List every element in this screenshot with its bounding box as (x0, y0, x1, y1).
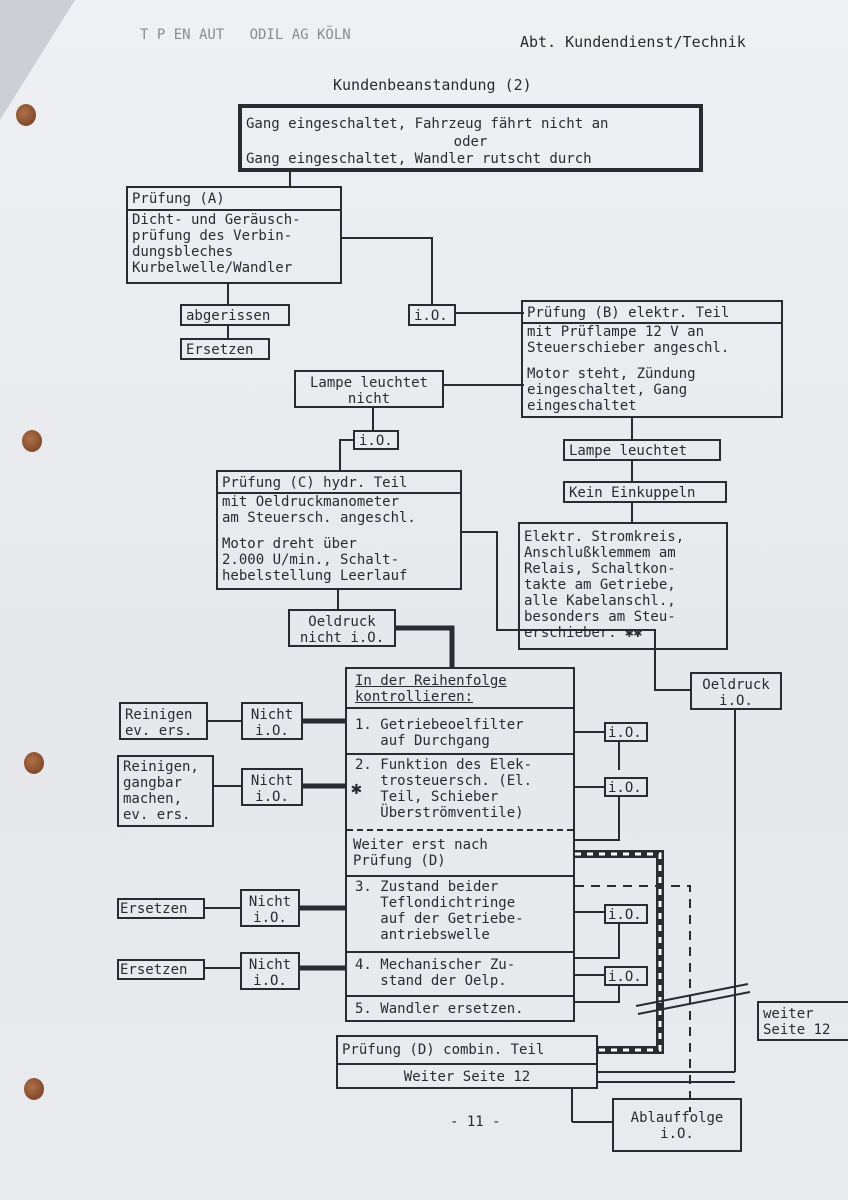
nicht-io-4-box: Nicht i.O. (240, 952, 300, 990)
nicht-io-4-label: Nicht i.O. (248, 957, 292, 989)
check-item-5: 5. Wandler ersetzen. (355, 1001, 524, 1017)
reihenfolge-box: In der Reihenfolge kontrollieren: 1. Get… (345, 667, 575, 1022)
io-a-label: i.O. (414, 308, 448, 324)
nicht-io-1-box: Nicht i.O. (241, 702, 303, 740)
nicht-io-2-box: Nicht i.O. (241, 768, 303, 806)
ablauffolge-label: Ablauffolge i.O. (630, 1110, 724, 1142)
asterisk-marker: ✱ (351, 778, 362, 799)
pruefung-d-box: Prüfung (D) combin. Teil Weiter Seite 12 (336, 1035, 598, 1089)
nicht-io-3-label: Nicht i.O. (248, 894, 292, 926)
divider (347, 753, 573, 755)
pruefung-a-title: Prüfung (A) (132, 191, 225, 207)
divider (128, 209, 340, 211)
io-2-label: i.O. (608, 780, 642, 796)
elektr-stromkreis-box: Elektr. Stromkreis, Anschlußklemmem am R… (518, 522, 728, 650)
ersetzen-3-label: Ersetzen (120, 901, 188, 917)
abgerissen-label: abgerissen (186, 308, 271, 324)
ablauffolge-box: Ablauffolge i.O. (612, 1098, 742, 1152)
punch-hole (24, 752, 44, 774)
check-item-4: 4. Mechanischer Zu- stand der Oelp. (355, 957, 516, 989)
oeldruck-io-label: Oeldruck i.O. (702, 677, 770, 709)
complaint-line-2: oder (453, 134, 488, 150)
oeldruck-io-box: Oeldruck i.O. (690, 672, 782, 710)
kein-einkuppeln-box: Kein Einkuppeln (563, 481, 727, 503)
divider (347, 829, 573, 831)
reinigen-1-label: Reinigen ev. ers. (125, 707, 193, 739)
weiter-seite-12-label: weiter Seite 12 (763, 1006, 831, 1038)
complaint-box: Gang eingeschaltet, Fahrzeug fährt nicht… (238, 104, 703, 172)
pruefung-c-body-2: Motor dreht über 2.000 U/min., Schalt- h… (222, 536, 408, 584)
io-2-box: i.O. (604, 777, 648, 797)
ersetzen-a-box: Ersetzen (180, 338, 270, 360)
pruefung-d-title: Prüfung (D) combin. Teil (342, 1042, 545, 1058)
divider (523, 322, 781, 324)
divider (347, 707, 573, 709)
lampe-leuchtet-label: Lampe leuchtet (569, 443, 688, 459)
oeldruck-nicht-label: Oeldruck nicht i.O. (299, 614, 385, 646)
check-item-1: 1. Getriebeoelfilter auf Durchgang (355, 717, 524, 749)
io-1-box: i.O. (604, 722, 648, 742)
divider (218, 492, 460, 494)
kein-einkuppeln-label: Kein Einkuppeln (569, 485, 696, 501)
io-3-label: i.O. (608, 907, 642, 923)
pruefung-b-title: Prüfung (B) elektr. Teil (527, 305, 730, 321)
check-item-3: 3. Zustand beider Teflondichtringe auf d… (355, 879, 524, 943)
divider (347, 995, 573, 997)
punch-hole (16, 104, 36, 126)
io-3-box: i.O. (604, 904, 648, 924)
weiter-nach-pruefung-d: Weiter erst nach Prüfung (D) (353, 837, 488, 869)
lampe-nicht-label: Lampe leuchtet nicht (309, 375, 428, 407)
ersetzen-4-box: Ersetzen (117, 959, 205, 980)
complaint-line-3: Gang eingeschaltet, Wandler rutscht durc… (246, 151, 592, 167)
divider (338, 1063, 596, 1065)
punch-hole (24, 1078, 44, 1100)
reinigen-2-label: Reinigen, gangbar machen, ev. ers. (123, 759, 199, 823)
io-a-box: i.O. (408, 304, 456, 326)
io-4-box: i.O. (604, 966, 648, 986)
pruefung-d-sub: Weiter Seite 12 (403, 1069, 531, 1085)
ersetzen-4-label: Ersetzen (120, 962, 188, 978)
io-lampe-box: i.O. (353, 430, 399, 450)
io-4-label: i.O. (608, 969, 642, 985)
divider (347, 875, 573, 877)
pruefung-a-body: Dicht- und Geräusch- prüfung des Verbin-… (132, 212, 301, 276)
punch-hole (22, 430, 42, 452)
io-lampe-label: i.O. (359, 433, 393, 449)
pruefung-b-body-1: mit Prüflampe 12 V an Steuerschieber ang… (527, 324, 730, 356)
pruefung-b-body-2: Motor steht, Zündung eingeschaltet, Gang… (527, 366, 696, 414)
department-header: Abt. Kundendienst/Technik (520, 33, 746, 51)
abgerissen-box: abgerissen (180, 304, 290, 326)
weiter-seite-12-box: weiter Seite 12 (757, 1001, 848, 1041)
reihenfolge-title: In der Reihenfolge kontrollieren: (355, 673, 507, 705)
oeldruck-nicht-box: Oeldruck nicht i.O. (288, 609, 396, 647)
nicht-io-2-label: Nicht i.O. (250, 773, 294, 805)
ersetzen-a-label: Ersetzen (186, 342, 254, 358)
pruefung-b-box: Prüfung (B) elektr. Teil mit Prüflampe 1… (521, 300, 783, 418)
nicht-io-1-label: Nicht i.O. (250, 707, 294, 739)
io-1-label: i.O. (608, 725, 642, 741)
page-title: Kundenbeanstandung (2) (333, 76, 532, 94)
pruefung-c-title: Prüfung (C) hydr. Teil (222, 475, 408, 491)
pruefung-c-body-1: mit Oeldruckmanometer am Steuersch. ange… (222, 494, 416, 526)
ersetzen-3-box: Ersetzen (117, 898, 205, 919)
divider (347, 951, 573, 953)
pruefung-a-box: Prüfung (A) Dicht- und Geräusch- prüfung… (126, 186, 342, 284)
complaint-line-1: Gang eingeschaltet, Fahrzeug fährt nicht… (246, 116, 609, 132)
reinigen-1-box: Reinigen ev. ers. (119, 702, 208, 740)
lampe-leuchtet-box: Lampe leuchtet (563, 439, 721, 461)
check-item-2: 2. Funktion des Elek- trosteuersch. (El.… (355, 757, 533, 821)
elektr-stromkreis-text: Elektr. Stromkreis, Anschlußklemmem am R… (524, 529, 685, 641)
lampe-nicht-box: Lampe leuchtet nicht (294, 370, 444, 408)
nicht-io-3-box: Nicht i.O. (240, 889, 300, 927)
reinigen-2-box: Reinigen, gangbar machen, ev. ers. (117, 755, 214, 827)
folded-corner (0, 0, 75, 120)
pruefung-c-box: Prüfung (C) hydr. Teil mit Oeldruckmanom… (216, 470, 462, 590)
page-number: - 11 - (450, 1114, 501, 1130)
company-header: T P EN AUT ODIL AG KÖLN (140, 27, 351, 43)
